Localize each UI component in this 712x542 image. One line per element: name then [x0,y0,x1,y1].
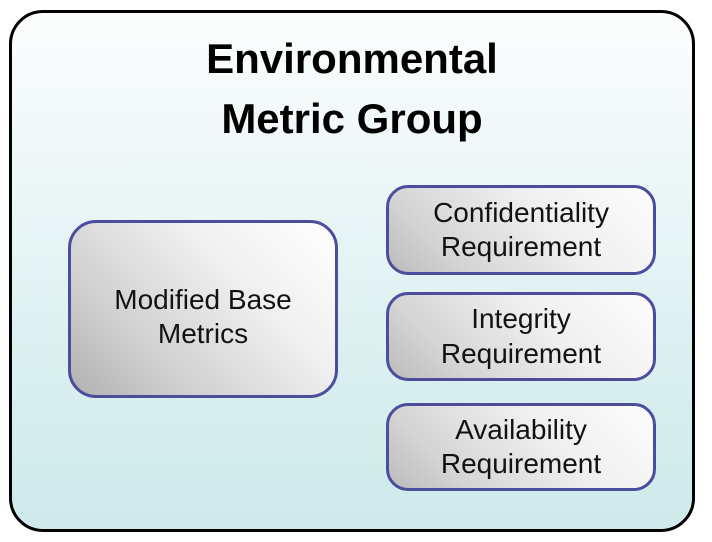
environmental-metric-group-container: Environmental Metric Group Modified Base… [9,10,695,532]
node-label: Modified Base Metrics [114,284,292,350]
node-label: Availability Requirement [440,413,602,479]
node-label: Confidentiality Requirement [433,196,609,262]
group-title: Environmental Metric Group [206,35,498,142]
node-modified-base-metrics: Modified Base Metrics [68,220,338,398]
node-integrity-requirement: Integrity Requirement [386,292,656,381]
node-confidentiality-requirement: Confidentiality Requirement [386,185,656,275]
node-availability-requirement: Availability Requirement [386,403,656,491]
node-label: Integrity Requirement [440,303,602,369]
